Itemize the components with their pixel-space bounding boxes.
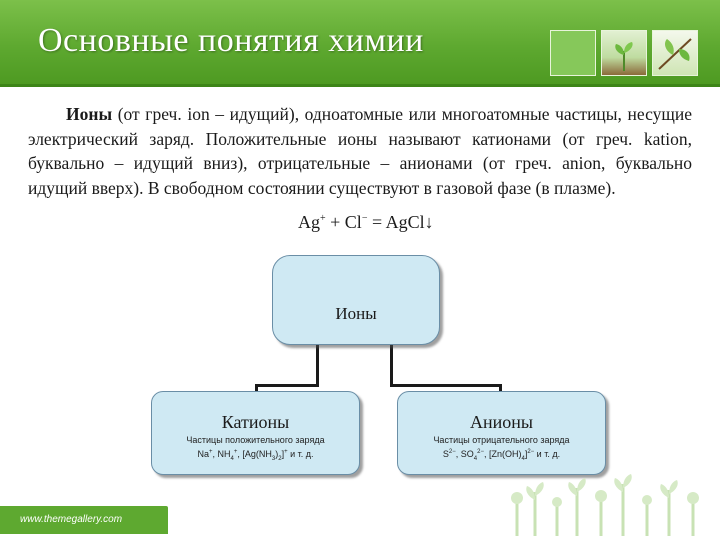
plants-decoration-icon bbox=[511, 474, 699, 536]
diagram-anions-box: Анионы Частицы отрицательного заряда S2−… bbox=[397, 391, 606, 475]
connector-root-down bbox=[316, 343, 319, 387]
seedling-icon bbox=[615, 42, 633, 71]
ions-definition-paragraph: Ионы (от греч. ion – идущий), одноатомны… bbox=[28, 102, 692, 200]
connector-left-down bbox=[255, 384, 258, 392]
formula-plus: + bbox=[330, 212, 341, 232]
diagram-root-ions: Ионы bbox=[272, 255, 440, 345]
formula-chlorine: Cl bbox=[344, 212, 362, 232]
root-label: Ионы bbox=[335, 304, 377, 323]
precipitation-formula: Ag+ + Cl− = AgCl↓ bbox=[298, 212, 434, 233]
connector-right-horizontal bbox=[390, 384, 502, 387]
formula-silver: Ag bbox=[298, 212, 320, 232]
diagram-cations-box: Катионы Частицы положительного заряда Na… bbox=[151, 391, 360, 475]
header-thumbnails bbox=[550, 30, 698, 76]
anions-examples: S2−, SO42−, [Zn(OH)4]2− и т. д. bbox=[442, 449, 561, 462]
cations-desc-text: Частицы положительного заряда bbox=[186, 435, 325, 445]
slide-title: Основные понятия химии bbox=[38, 22, 424, 59]
ions-definition-text: (от греч. ion – идущий), одноатомные или… bbox=[28, 104, 692, 198]
slide-header: Основные понятия химии bbox=[0, 0, 720, 87]
connector-right-down bbox=[499, 384, 502, 392]
ions-term: Ионы bbox=[66, 104, 113, 124]
slide-footer: www.themegallery.com bbox=[0, 506, 720, 540]
cations-label: Катионы bbox=[221, 412, 290, 432]
green-square-thumbnail bbox=[550, 30, 596, 76]
formula-silver-charge: + bbox=[320, 213, 326, 224]
connector-left-horizontal bbox=[255, 384, 319, 387]
footer-bar bbox=[0, 506, 168, 534]
formula-product: AgCl↓ bbox=[385, 212, 434, 232]
footer-url: www.themegallery.com bbox=[20, 514, 123, 525]
seedling-thumbnail bbox=[601, 30, 647, 76]
anions-description: Частицы отрицательного заряда S2−, SO42−… bbox=[398, 434, 605, 465]
leaf-icon bbox=[658, 38, 692, 70]
cations-examples: Na+, NH4+, [Ag(NH3)2]+ и т. д. bbox=[197, 449, 314, 462]
connector-root-down-right bbox=[390, 343, 393, 387]
cations-description: Частицы положительного заряда Na+, NH4+,… bbox=[152, 434, 359, 465]
formula-equals: = bbox=[371, 212, 383, 232]
anions-desc-text: Частицы отрицательного заряда bbox=[433, 435, 570, 445]
anions-label: Анионы bbox=[470, 412, 533, 432]
formula-chlorine-charge: − bbox=[361, 213, 368, 224]
leaf-thumbnail bbox=[652, 30, 698, 76]
